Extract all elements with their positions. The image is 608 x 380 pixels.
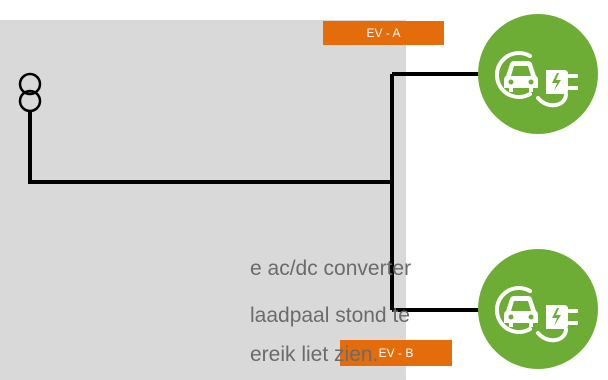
background-panel	[0, 20, 406, 380]
transformer-icon	[18, 72, 42, 113]
body-text-line-2: laadpaal stond te	[250, 304, 410, 327]
ev-b-label: EV - B	[340, 340, 452, 366]
ev-charging-icon	[478, 14, 598, 134]
body-text-line-3: ereik liet zien.	[250, 343, 379, 366]
circuit-lines	[28, 72, 480, 312]
feeder-line	[28, 111, 392, 184]
ev-a-label: EV - A	[323, 21, 444, 45]
ev-charging-icon	[478, 249, 598, 369]
body-text-line-1: e ac/dc converter	[250, 257, 412, 280]
